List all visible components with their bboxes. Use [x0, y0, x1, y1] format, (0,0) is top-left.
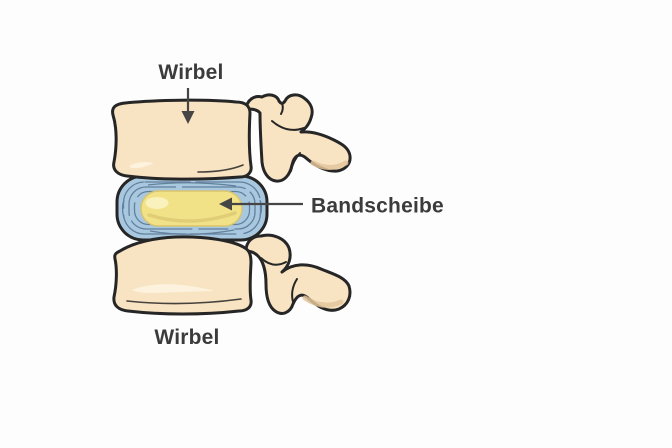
lower-process-shading — [302, 295, 344, 308]
upper-vertebra — [111, 93, 352, 183]
upper-process-creases — [271, 102, 305, 172]
lower-body-highlight — [132, 284, 214, 293]
intervertebral-disc — [115, 174, 269, 242]
nucleus-highlight — [145, 197, 169, 209]
label-disc: Bandscheibe — [311, 194, 444, 218]
upper-vertebra-body — [111, 98, 253, 181]
arrow-to-disc — [219, 197, 303, 211]
upper-body-highlight — [129, 162, 154, 169]
upper-body-rim-line — [197, 164, 244, 173]
label-upper-vertebra: Wirbel — [158, 61, 224, 84]
lower-vertebra-process — [244, 233, 352, 315]
lower-process-creases — [260, 257, 298, 303]
lower-vertebra — [112, 233, 352, 316]
arrowhead-down-icon — [181, 111, 195, 124]
lower-body-rim-line — [126, 298, 242, 305]
arrowhead-left-icon — [219, 197, 232, 211]
lower-vertebra-body — [112, 235, 253, 316]
nucleus-shading — [147, 211, 237, 223]
label-lower-vertebra: Wirbel — [154, 326, 220, 349]
arrow-to-upper-vertebra — [181, 88, 195, 124]
upper-process-shading — [310, 160, 349, 170]
